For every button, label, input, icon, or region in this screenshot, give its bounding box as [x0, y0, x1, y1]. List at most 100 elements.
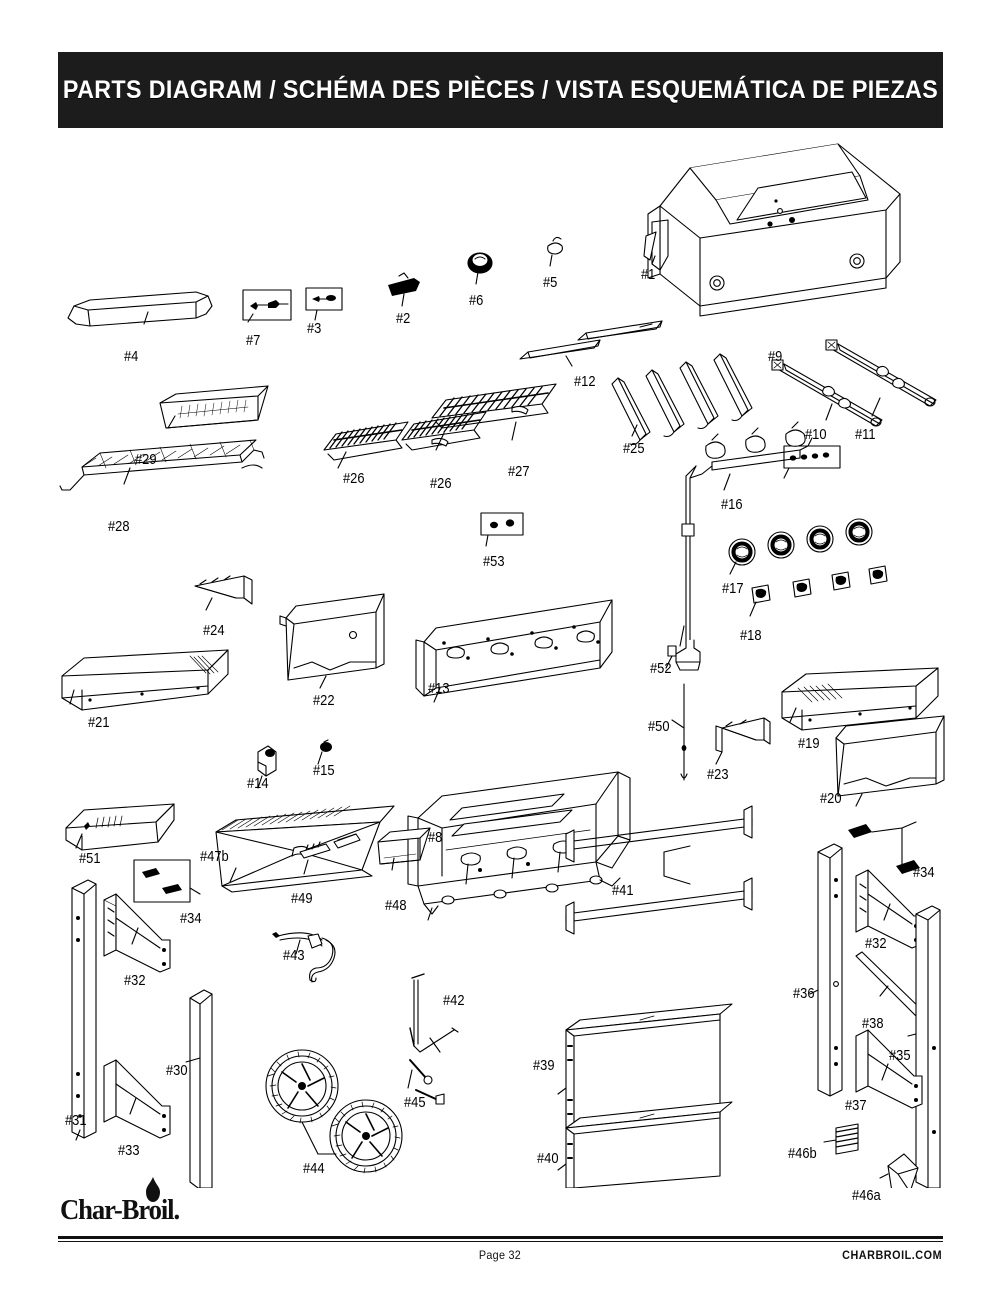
- page-title: PARTS DIAGRAM / SCHÉMA DES PIÈCES / VIST…: [62, 75, 939, 104]
- part-spring-46b: [823, 1123, 859, 1155]
- part-warming-rack-28: [59, 439, 265, 491]
- part-label-33: #33: [118, 1142, 140, 1159]
- exploded-parts-illustration: [0, 128, 1000, 1188]
- part-label-26b: #26: [430, 475, 452, 492]
- part-label-10: #10: [805, 426, 827, 443]
- part-label-28: #28: [108, 518, 130, 535]
- footer-divider: [58, 1236, 943, 1239]
- part-handle-4: [67, 291, 213, 327]
- part-brace-32-left: [103, 893, 171, 973]
- part-label-45: #45: [404, 1094, 426, 1111]
- part-label-19: #19: [798, 735, 820, 752]
- part-post-30: [185, 989, 213, 1188]
- part-label-4: #4: [124, 348, 139, 365]
- part-label-22: #22: [313, 692, 335, 709]
- part-leg-31: [71, 879, 97, 1141]
- part-shelf-21: [61, 649, 229, 711]
- part-door-40: [557, 1101, 733, 1188]
- part-foot-46a: [879, 1153, 919, 1188]
- part-label-31: #31: [65, 1112, 87, 1129]
- part-brace-33: [103, 1059, 171, 1139]
- part-label-30: #30: [166, 1062, 188, 1079]
- part-label-47b: #47b: [200, 848, 229, 865]
- part-label-53: #53: [483, 553, 505, 570]
- part-label-26a: #26: [343, 470, 365, 487]
- brand-logo: Char-Broil.: [60, 1177, 230, 1228]
- part-shelf-51: [65, 803, 175, 851]
- part-label-23: #23: [707, 766, 729, 783]
- footer-divider-thin: [58, 1241, 943, 1242]
- part-label-46a: #46a: [852, 1187, 881, 1204]
- part-label-3: #3: [307, 320, 322, 337]
- part-regulator-52: [665, 625, 701, 671]
- part-label-51: #51: [79, 850, 101, 867]
- part-wheels-44: [265, 1049, 403, 1174]
- part-label-16: #16: [721, 496, 743, 513]
- part-rod-38: [855, 951, 926, 1019]
- part-pack-34-right: [848, 821, 920, 874]
- part-label-36: #36: [793, 985, 815, 1002]
- part-brace-32-right: [855, 869, 923, 949]
- part-pack-7: [242, 289, 292, 323]
- part-shelf-47b: [215, 805, 395, 893]
- flame-icon: [146, 1177, 160, 1202]
- part-pack-3: [305, 287, 343, 321]
- part-label-32b: #32: [865, 935, 887, 952]
- part-grates-26-27: [323, 383, 557, 469]
- part-tray-29: [159, 385, 269, 429]
- part-label-34b: #34: [913, 864, 935, 881]
- part-label-1: #1: [641, 266, 656, 283]
- part-side-panel-22: [279, 593, 385, 689]
- part-side-panel-20: [835, 715, 945, 807]
- part-label-5: #5: [543, 274, 558, 291]
- part-leg-36: [809, 843, 843, 1097]
- part-pack-49: [299, 833, 361, 875]
- part-label-41: #41: [612, 882, 634, 899]
- part-pins-45: [407, 1059, 445, 1105]
- part-label-24: #24: [203, 622, 225, 639]
- part-label-2: #2: [396, 310, 411, 327]
- part-grease-cup-48: [377, 827, 431, 871]
- part-label-52: #52: [650, 660, 672, 677]
- part-label-11: #11: [855, 426, 876, 443]
- part-cap-5: [547, 236, 563, 267]
- part-label-12: #12: [574, 373, 596, 390]
- part-manifold-16: [681, 421, 813, 641]
- part-label-25: #25: [623, 440, 645, 457]
- part-label-27: #27: [508, 463, 530, 480]
- part-label-42: #42: [443, 992, 465, 1009]
- part-label-44: #44: [303, 1160, 325, 1177]
- part-label-20: #20: [820, 790, 842, 807]
- part-hinge-12: [519, 320, 663, 367]
- part-label-37: #37: [845, 1097, 867, 1114]
- part-latch-14: [257, 745, 277, 789]
- part-label-50: #50: [648, 718, 670, 735]
- part-label-32a: #32: [124, 972, 146, 989]
- part-rod-50: [671, 683, 688, 781]
- part-lid-1: [643, 143, 901, 317]
- part-screw-15: [317, 739, 332, 765]
- part-label-9: #9: [768, 348, 783, 365]
- page-header-bar: PARTS DIAGRAM / SCHÉMA DES PIÈCES / VIST…: [58, 52, 943, 128]
- part-brace-37: [855, 1029, 923, 1109]
- part-label-46b: #46b: [788, 1145, 817, 1162]
- part-leg-35: [907, 905, 941, 1188]
- part-latch-2: [388, 272, 420, 307]
- part-label-8: #8: [428, 829, 443, 846]
- part-label-35: #35: [889, 1047, 911, 1064]
- part-label-13: #13: [428, 680, 450, 697]
- part-bezels-18: [749, 565, 888, 617]
- part-wire-43: [272, 932, 336, 983]
- part-pack-9: [783, 445, 841, 479]
- part-label-48: #48: [385, 897, 407, 914]
- part-pack-53: [480, 512, 524, 547]
- part-bracket-24: [194, 575, 253, 611]
- part-heat-tents-25: [611, 353, 753, 446]
- part-label-34a: #34: [180, 910, 202, 927]
- part-label-14: #14: [247, 775, 269, 792]
- part-label-17: #17: [722, 580, 744, 597]
- part-label-15: #15: [313, 762, 335, 779]
- part-label-49: #49: [291, 890, 313, 907]
- part-pack-34-left: [133, 859, 201, 903]
